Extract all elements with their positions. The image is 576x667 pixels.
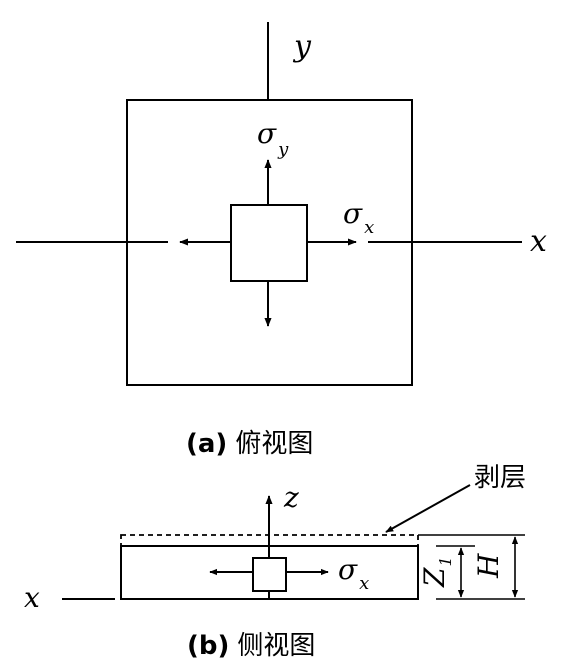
side-x-axis-label: x: [24, 581, 40, 614]
caption-a-letter: (a): [186, 429, 227, 459]
side-center-element: [252, 557, 287, 592]
peel-layer-leader: [385, 484, 471, 533]
top-plate-outline: [126, 99, 413, 386]
peel-layer-label: 剥层: [474, 463, 526, 493]
height-label: H: [472, 553, 505, 579]
depth-label-group: Z1: [418, 556, 455, 588]
sigma-x-side-symbol: σ: [338, 553, 358, 586]
sigma-x-top-subscript: x: [364, 217, 374, 238]
caption-b-text: 侧视图: [237, 631, 315, 661]
top-center-element: [230, 204, 308, 282]
top-view: [16, 22, 522, 386]
depth-symbol: Z: [418, 567, 451, 588]
sigma-x-top-symbol: σ: [343, 197, 363, 230]
depth-label: Z1: [418, 556, 455, 588]
sigma-y-symbol: σ: [257, 117, 277, 150]
caption-top-view: (a) 俯视图: [186, 429, 313, 459]
height-label-group: H: [472, 553, 505, 579]
caption-b-letter: (b): [187, 631, 229, 661]
sigma-y-subscript: y: [277, 139, 289, 160]
top-y-axis-label: y: [292, 29, 312, 64]
caption-side-view: (b) 侧视图: [187, 631, 315, 661]
side-z-axis-label: z: [283, 481, 299, 514]
side-view: [62, 484, 525, 600]
sigma-x-side-subscript: x: [359, 573, 369, 594]
caption-a-text: 俯视图: [235, 429, 313, 459]
depth-subscript: 1: [436, 556, 455, 566]
top-x-axis-label: x: [530, 224, 547, 259]
